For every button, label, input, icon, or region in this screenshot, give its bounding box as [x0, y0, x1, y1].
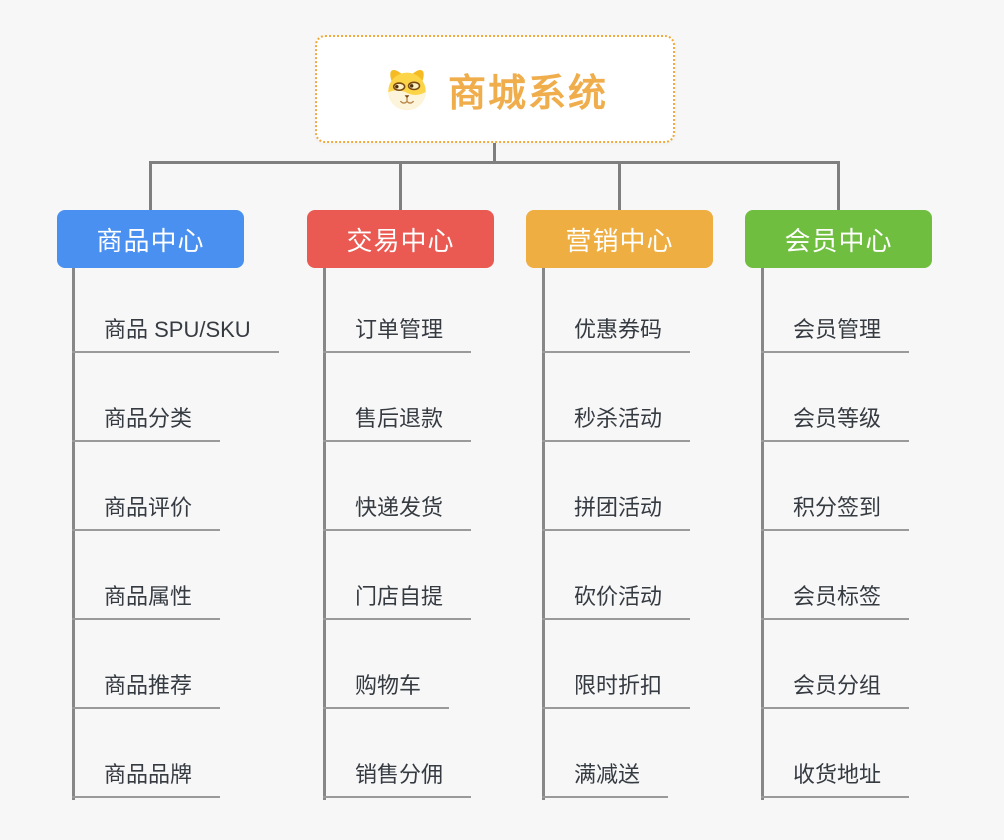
- leaf-item[interactable]: 商品评价: [72, 478, 221, 531]
- connector-drop-trade: [399, 161, 402, 210]
- leaf-item[interactable]: 商品 SPU/SKU: [72, 300, 279, 353]
- leaf-item[interactable]: 商品属性: [72, 567, 221, 620]
- leaf-item[interactable]: 商品推荐: [72, 656, 221, 709]
- branch-node-member-center[interactable]: 会员中心: [745, 210, 932, 268]
- connector-drop-product: [149, 161, 152, 210]
- leaf-item[interactable]: 快递发货: [323, 478, 472, 531]
- connector-drop-marketing: [618, 161, 621, 210]
- connector-column-marketing: [542, 268, 545, 800]
- connector-root-stem: [493, 142, 496, 164]
- leaf-item[interactable]: 购物车: [323, 656, 450, 709]
- root-node[interactable]: 商城系统: [315, 35, 675, 143]
- leaf-item[interactable]: 会员等级: [761, 389, 910, 442]
- leaf-item[interactable]: 会员管理: [761, 300, 910, 353]
- leaf-item[interactable]: 秒杀活动: [542, 389, 691, 442]
- leaf-item[interactable]: 积分签到: [761, 478, 910, 531]
- leaf-item[interactable]: 销售分佣: [323, 745, 472, 798]
- leaf-item[interactable]: 收货地址: [761, 745, 910, 798]
- doge-face-icon: [382, 65, 432, 113]
- leaf-item[interactable]: 会员分组: [761, 656, 910, 709]
- leaf-item[interactable]: 限时折扣: [542, 656, 691, 709]
- leaf-item[interactable]: 订单管理: [323, 300, 472, 353]
- connector-drop-member: [837, 161, 840, 210]
- leaf-item[interactable]: 门店自提: [323, 567, 472, 620]
- root-title: 商城系统: [447, 72, 608, 115]
- connector-column-member: [761, 268, 764, 800]
- connector-column-trade: [323, 268, 326, 800]
- leaf-item[interactable]: 拼团活动: [542, 478, 691, 531]
- leaf-item[interactable]: 满减送: [542, 745, 669, 798]
- leaf-item[interactable]: 商品品牌: [72, 745, 221, 798]
- leaf-item[interactable]: 会员标签: [761, 567, 910, 620]
- leaf-item[interactable]: 售后退款: [323, 389, 472, 442]
- branch-node-marketing-center[interactable]: 营销中心: [526, 210, 713, 268]
- leaf-item[interactable]: 商品分类: [72, 389, 221, 442]
- connector-horizontal-bar: [149, 161, 840, 164]
- branch-node-product-center[interactable]: 商品中心: [57, 210, 244, 268]
- branch-node-trade-center[interactable]: 交易中心: [307, 210, 494, 268]
- leaf-item[interactable]: 优惠券码: [542, 300, 691, 353]
- leaf-item[interactable]: 砍价活动: [542, 567, 691, 620]
- connector-column-product: [72, 268, 75, 800]
